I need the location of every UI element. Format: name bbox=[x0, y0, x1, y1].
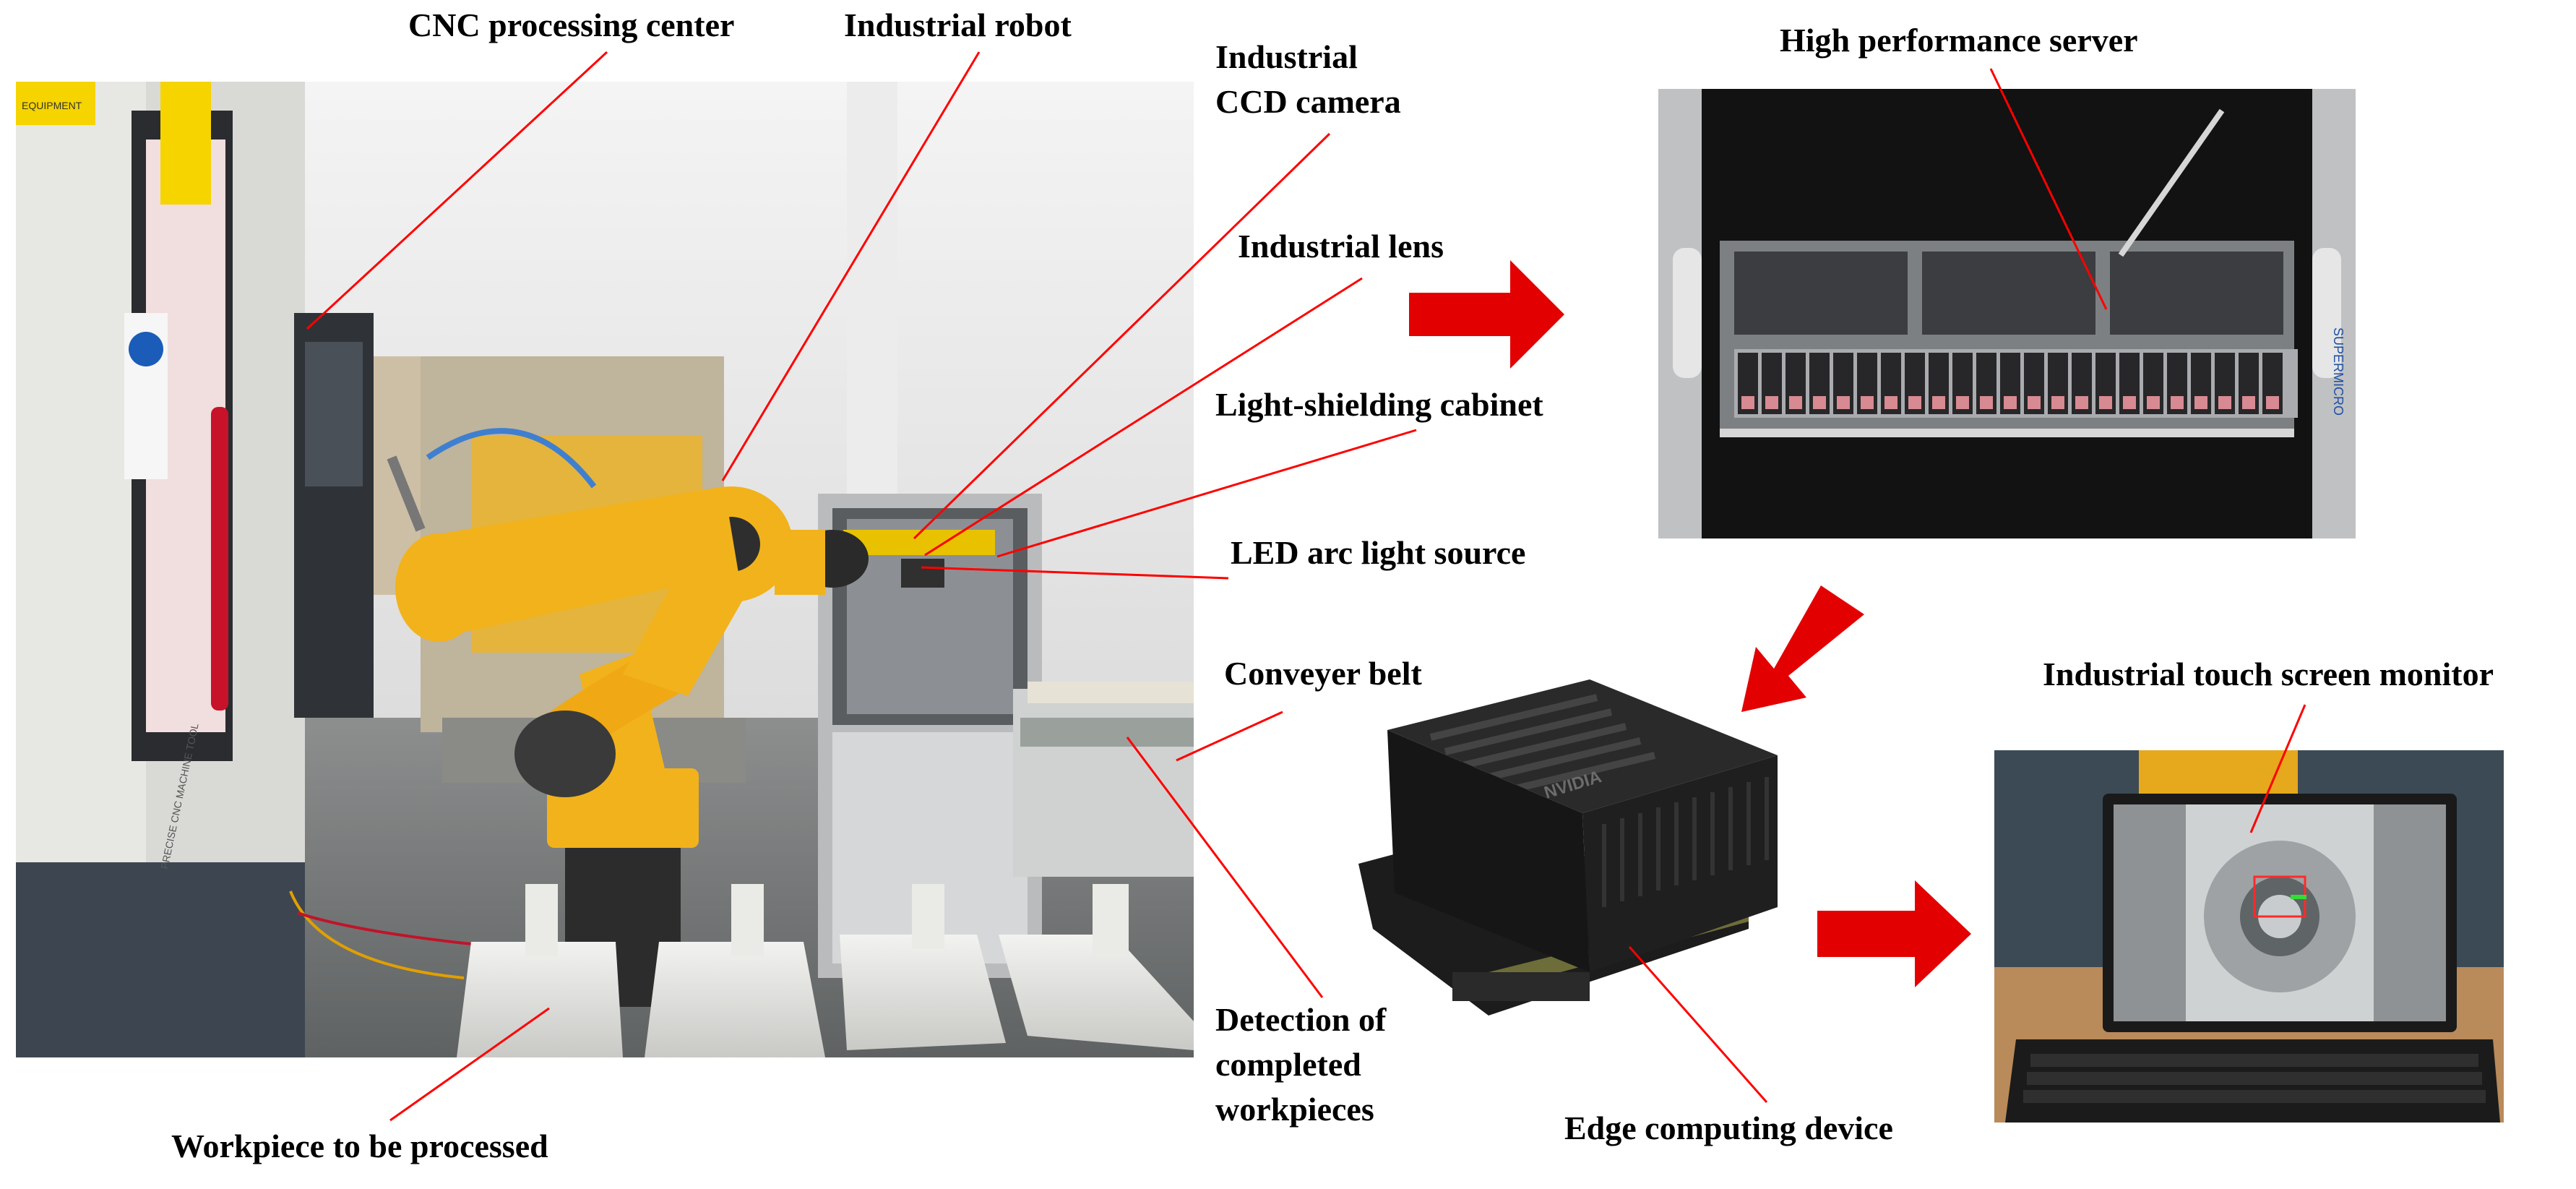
leader-workpiece bbox=[389, 1007, 550, 1122]
leader-edge bbox=[1628, 946, 1768, 1103]
label-industrial-ccd-camera: Industrial CCD camera bbox=[1215, 35, 1401, 124]
label-conveyer-belt: Conveyer belt bbox=[1224, 655, 1422, 692]
leader-detection bbox=[1126, 737, 1324, 998]
label-industrial-robot: Industrial robot bbox=[844, 7, 1072, 43]
leader-robot bbox=[721, 51, 981, 481]
leader-lens bbox=[924, 277, 1363, 557]
edge-device-photo: NVIDIA bbox=[1344, 669, 1778, 1073]
label-industrial-touch-screen-monitor: Industrial touch screen monitor bbox=[2043, 656, 2494, 692]
leader-conveyer bbox=[1176, 711, 1283, 762]
label-ccd-line2: CCD camera bbox=[1215, 83, 1401, 120]
equipment-sign-text: EQUIPMENT bbox=[22, 100, 82, 111]
flow-arrow-to-edge bbox=[1741, 585, 1864, 712]
leader-cabinet bbox=[996, 429, 1417, 558]
leader-led bbox=[921, 566, 1229, 580]
leader-monitor bbox=[2249, 704, 2306, 833]
production-cell-photo: EQUIPMENT PRECISE CNC MACHINE TOOL bbox=[16, 82, 1194, 1057]
label-high-performance-server: High performance server bbox=[1780, 22, 2138, 59]
label-detect-line3: workpieces bbox=[1215, 1091, 1374, 1128]
label-detect-line1: Detection of bbox=[1215, 1001, 1387, 1038]
flow-arrow-to-monitor bbox=[1817, 880, 1971, 987]
label-workpiece-to-be-processed: Workpiece to be processed bbox=[171, 1128, 548, 1164]
label-cnc-processing-center: CNC processing center bbox=[408, 7, 735, 43]
label-ccd-line1: Industrial bbox=[1215, 38, 1358, 75]
server-photo: SUPERMICRO bbox=[1658, 89, 2356, 538]
label-edge-computing-device: Edge computing device bbox=[1564, 1109, 1893, 1146]
leader-server bbox=[1989, 68, 2108, 310]
flow-arrow-to-server bbox=[1409, 260, 1564, 369]
label-led-arc-light-source: LED arc light source bbox=[1231, 534, 1526, 571]
leader-cnc bbox=[306, 51, 608, 330]
monitor-photo bbox=[1994, 750, 2504, 1123]
label-detection-completed-workpieces: Detection of completed workpieces bbox=[1215, 997, 1386, 1132]
supermicro-text: SUPERMICRO bbox=[2331, 327, 2345, 416]
label-industrial-lens: Industrial lens bbox=[1238, 228, 1444, 265]
leader-ccd bbox=[913, 132, 1331, 540]
label-detect-line2: completed bbox=[1215, 1046, 1361, 1083]
label-light-shielding-cabinet: Light-shielding cabinet bbox=[1215, 386, 1543, 423]
